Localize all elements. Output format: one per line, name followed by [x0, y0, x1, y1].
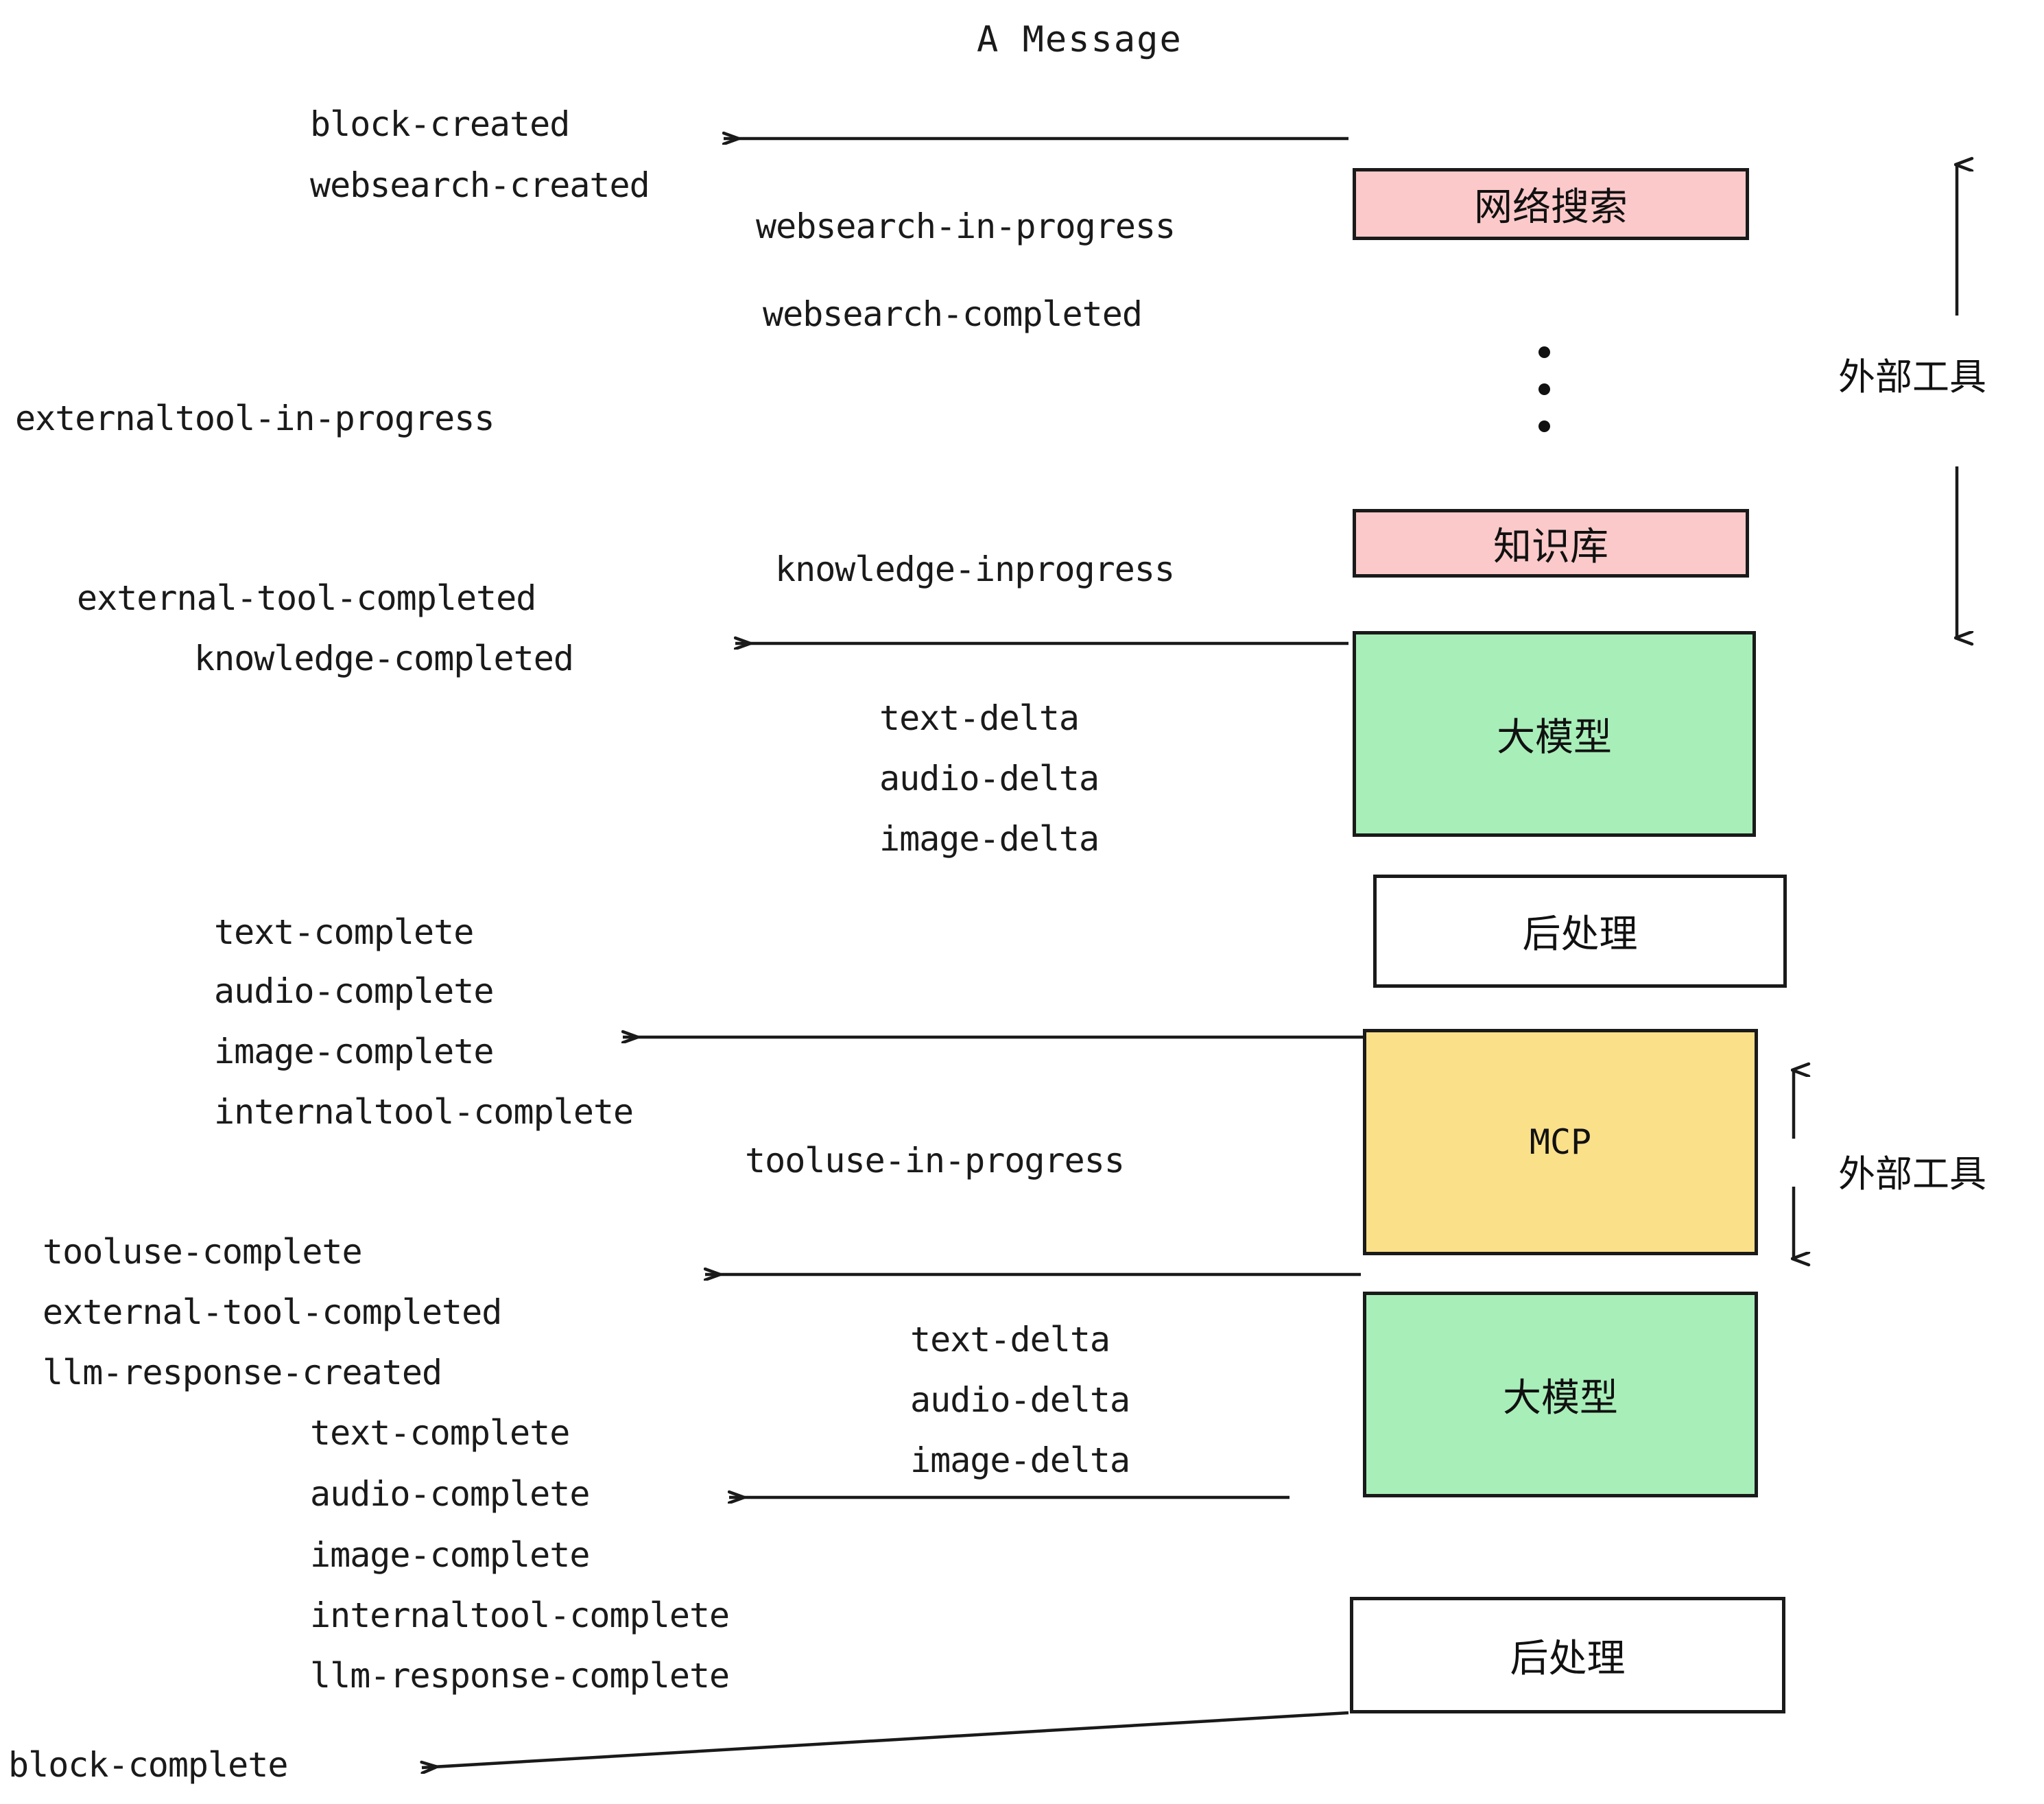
event-knowledge-completed: knowledge-completed	[194, 639, 574, 678]
event-block-complete: block-complete	[8, 1745, 288, 1785]
event-websearch-completed: websearch-completed	[763, 294, 1143, 334]
event-internaltool-complete-2: internaltool-complete	[310, 1595, 730, 1635]
event-text-delta-2: text-delta	[910, 1320, 1110, 1360]
box-knowledgebase-label: 知识库	[1493, 524, 1608, 569]
event-image-complete-2: image-complete	[310, 1535, 590, 1575]
event-tooluse-complete: tooluse-complete	[43, 1232, 363, 1272]
event-text-delta-1: text-delta	[879, 698, 1080, 738]
box-llm-2[interactable]: 大模型	[1363, 1292, 1758, 1497]
box-llm-1-label: 大模型	[1497, 715, 1612, 760]
event-tooluse-in-progress: tooluse-in-progress	[745, 1141, 1125, 1180]
event-image-complete-1: image-complete	[214, 1032, 494, 1071]
box-llm-2-label: 大模型	[1503, 1375, 1618, 1421]
box-websearch[interactable]: 网络搜索	[1353, 168, 1749, 240]
event-websearch-created: websearch-created	[310, 165, 650, 205]
event-external-tool-completed-1: external-tool-completed	[77, 578, 536, 618]
box-mcp-label: MCP	[1529, 1122, 1592, 1162]
event-audio-complete-2: audio-complete	[310, 1474, 590, 1514]
box-postprocess-2-label: 后处理	[1510, 1636, 1626, 1681]
box-postprocess-1[interactable]: 后处理	[1373, 875, 1787, 988]
box-postprocess-1-label: 后处理	[1522, 912, 1638, 957]
event-knowledge-inprogress: knowledge-inprogress	[775, 549, 1175, 589]
event-image-delta-2: image-delta	[910, 1440, 1130, 1480]
event-websearch-in-progress: websearch-in-progress	[756, 206, 1176, 246]
vertical-ellipsis-icon	[1538, 346, 1550, 458]
box-websearch-label: 网络搜索	[1474, 185, 1628, 230]
label-external-tools-bottom: 外部工具	[1838, 1152, 1986, 1196]
event-external-tool-completed-2: external-tool-completed	[43, 1292, 502, 1332]
event-llm-response-created: llm-response-created	[43, 1353, 442, 1392]
diagram-title: A Message	[977, 19, 1183, 60]
box-postprocess-2[interactable]: 后处理	[1350, 1597, 1785, 1713]
event-audio-complete-1: audio-complete	[214, 971, 494, 1011]
event-externaltool-in-progress: externaltool-in-progress	[15, 399, 495, 438]
event-image-delta-1: image-delta	[879, 819, 1100, 859]
arrow-postprocess2-to-block-complete	[422, 1711, 1349, 1768]
event-audio-delta-1: audio-delta	[879, 759, 1100, 798]
event-text-complete-1: text-complete	[214, 912, 474, 952]
box-mcp[interactable]: MCP	[1363, 1029, 1758, 1255]
event-text-complete-2: text-complete	[310, 1413, 570, 1453]
event-internaltool-complete-1: internaltool-complete	[214, 1092, 634, 1132]
label-external-tools-top: 外部工具	[1838, 355, 1986, 399]
box-llm-1[interactable]: 大模型	[1353, 631, 1756, 837]
box-knowledgebase[interactable]: 知识库	[1353, 509, 1749, 578]
event-block-created: block-created	[310, 104, 570, 144]
event-audio-delta-2: audio-delta	[910, 1380, 1130, 1420]
event-llm-response-complete: llm-response-complete	[310, 1656, 730, 1696]
